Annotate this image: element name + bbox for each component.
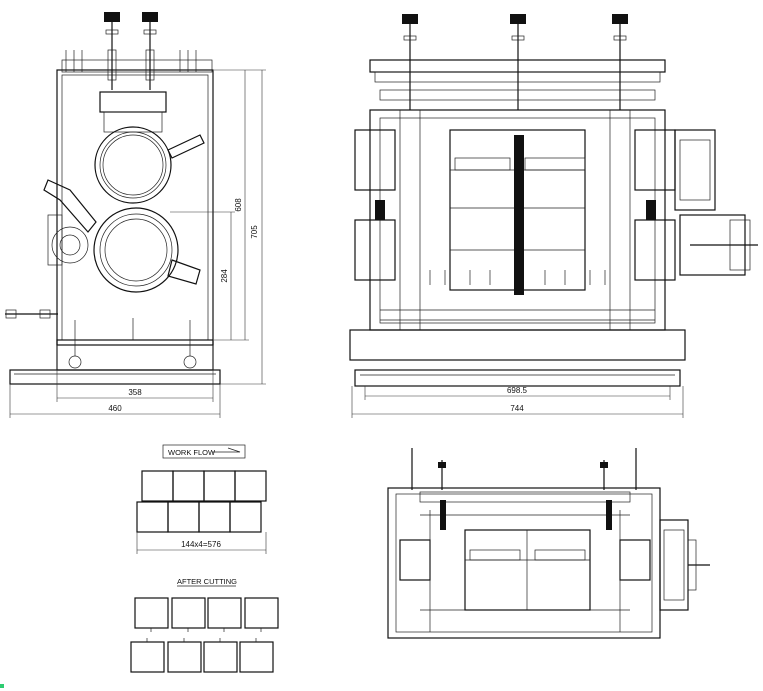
- workflow-arrow-icon: [212, 447, 241, 453]
- side-top-bolts: [402, 14, 628, 110]
- workflow-dimension: 144x4=576: [181, 540, 221, 549]
- dim-front-height-inner: 608: [234, 198, 243, 212]
- after-cutting-title: AFTER CUTTING: [177, 577, 237, 586]
- workflow-title: WORK FLOW: [168, 448, 216, 457]
- dim-front-center-height: 284: [220, 269, 229, 283]
- dim-side-width-outer: 744: [510, 404, 524, 413]
- dim-front-width-outer: 460: [108, 404, 122, 413]
- workflow-section: WORK FLOW 144x4=576: [136, 444, 267, 554]
- side-dimensions: 698.5 744: [351, 386, 684, 418]
- front-dimensions: 705 608 284 358 460: [9, 69, 266, 418]
- front-view: [5, 12, 221, 385]
- after-cutting-section: AFTER CUTTING: [130, 577, 279, 673]
- side-bottom-studs: [429, 270, 606, 285]
- dim-side-width-inner: 698.5: [507, 386, 528, 395]
- dim-front-width-inner: 358: [128, 388, 142, 397]
- dim-front-height-outer: 705: [250, 225, 259, 239]
- plan-view: [387, 448, 710, 639]
- corner-mark: [0, 684, 4, 688]
- front-top-bolts: [104, 12, 158, 90]
- side-view: [349, 14, 758, 387]
